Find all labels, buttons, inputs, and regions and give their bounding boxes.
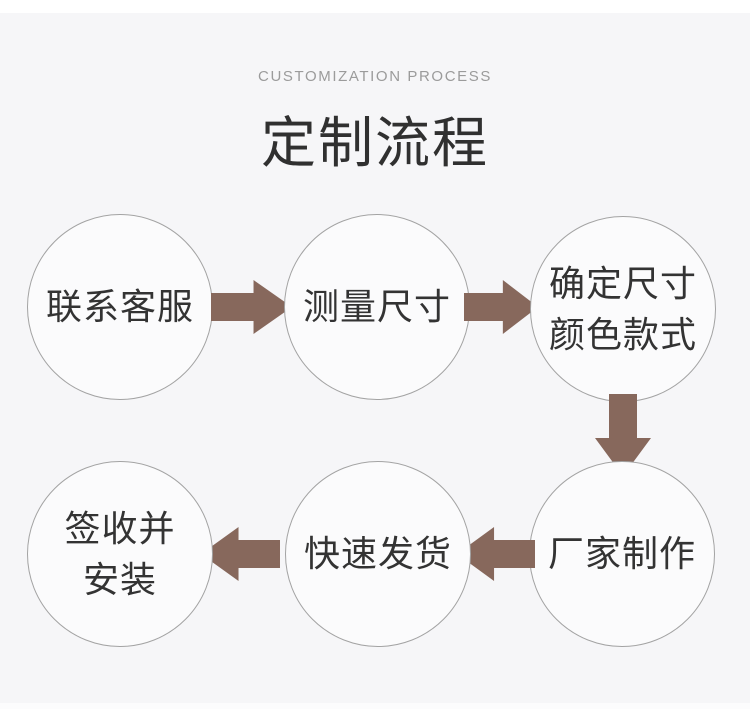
step-label: 确定尺寸 颜色款式 xyxy=(548,262,697,355)
step-circle-measure-size: 测量尺寸 xyxy=(284,214,470,400)
step-label: 测量尺寸 xyxy=(302,286,451,328)
process-subtitle: CUSTOMIZATION PROCESS xyxy=(258,68,492,85)
left-arrow-shape xyxy=(457,527,535,581)
page-title: 定制流程 xyxy=(260,112,489,174)
step-circle-fast-shipping: 快速发货 xyxy=(285,461,471,647)
left-arrow-icon xyxy=(201,527,280,581)
step-circle-confirm-specs: 确定尺寸 颜色款式 xyxy=(530,216,716,402)
step-label: 厂家制作 xyxy=(547,533,696,575)
step-circle-contact-service: 联系客服 xyxy=(27,214,213,400)
left-arrow-icon xyxy=(457,527,535,581)
left-arrow-shape xyxy=(201,527,280,581)
right-arrow-shape xyxy=(464,280,538,334)
step-circle-factory-production: 厂家制作 xyxy=(529,461,715,647)
right-arrow-icon xyxy=(211,280,292,334)
right-arrow-icon xyxy=(464,280,538,334)
top-white-strip xyxy=(0,0,750,13)
bottom-white-strip xyxy=(0,703,750,709)
step-label: 快速发货 xyxy=(303,533,452,575)
down-arrow-shape xyxy=(595,394,651,476)
down-arrow-icon xyxy=(595,394,651,476)
step-label: 联系客服 xyxy=(45,286,194,328)
right-arrow-shape xyxy=(211,280,292,334)
step-label: 签收并 安装 xyxy=(64,507,176,600)
step-circle-sign-and-install: 签收并 安装 xyxy=(27,461,213,647)
